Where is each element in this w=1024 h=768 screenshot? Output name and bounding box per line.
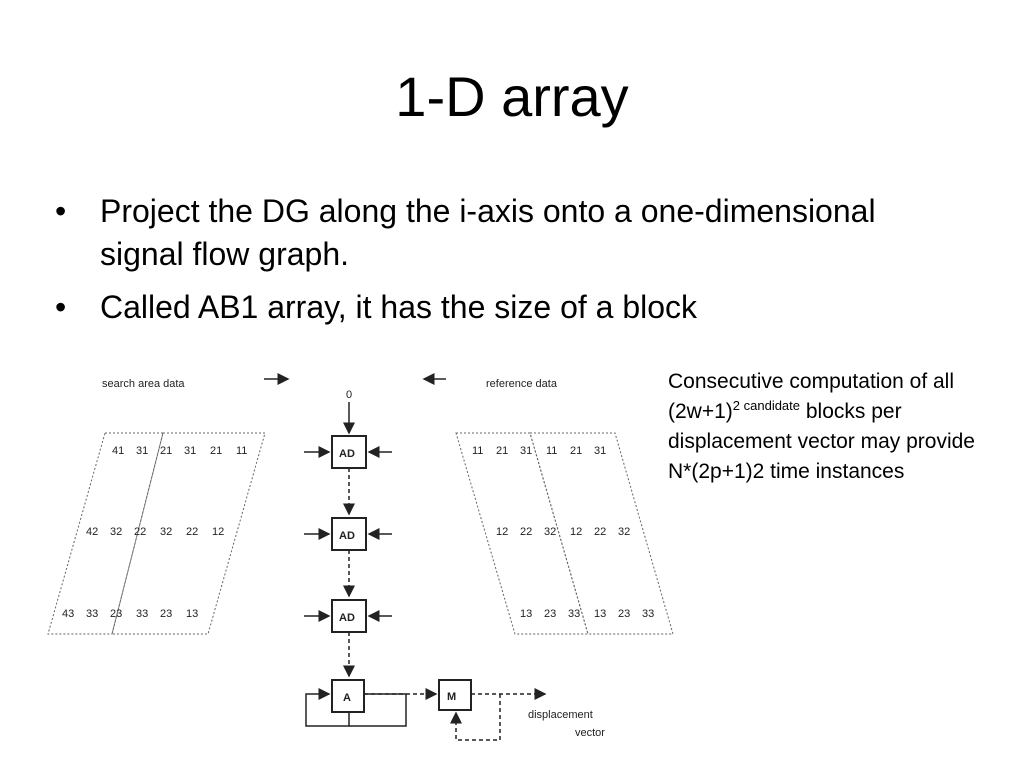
reference-cell: 23: [544, 608, 556, 620]
reference-cell: 32: [544, 526, 556, 538]
minimum-label: M: [447, 691, 456, 703]
side-note: Consecutive computation of all (2w+1)2 c…: [668, 367, 998, 487]
slide-title: 1-D array: [395, 65, 629, 128]
reference-cell: 13: [594, 608, 606, 620]
zero-input-label: 0: [346, 389, 352, 401]
search-block-outline: [47, 432, 164, 635]
reference-block-outline: [455, 432, 589, 635]
minimum-unit: [438, 679, 472, 711]
output-label-line1: displacement: [528, 709, 593, 721]
reference-cell: 21: [496, 445, 508, 457]
search-cell: 12: [212, 526, 224, 538]
reference-cell: 32: [618, 526, 630, 538]
search-cell: 33: [136, 608, 148, 620]
output-label-line2: vector: [575, 727, 605, 739]
bullet-text: Project the DG along the i-axis onto a o…: [100, 193, 876, 272]
search-cell: 31: [184, 445, 196, 457]
reference-data-label: reference data: [486, 378, 558, 390]
search-cell: 22: [134, 526, 146, 538]
search-area-label: search area data: [102, 378, 185, 390]
reference-cell: 31: [594, 445, 606, 457]
ad-unit-label: AD: [339, 448, 355, 460]
bullet-dot: •: [55, 289, 67, 325]
ad-unit-label: AD: [339, 530, 355, 542]
search-cell: 31: [136, 445, 148, 457]
reference-cell: 33: [568, 608, 580, 620]
search-cell: 13: [186, 608, 198, 620]
search-cell: 33: [86, 608, 98, 620]
ad-unit-label: AD: [339, 612, 355, 624]
search-cell: 21: [210, 445, 222, 457]
bullet-list: • Project the DG along the i-axis onto a…: [55, 190, 895, 339]
ad-unit-3: [331, 599, 367, 633]
reference-cell: 33: [642, 608, 654, 620]
search-cell: 22: [186, 526, 198, 538]
search-cell: 23: [110, 608, 122, 620]
search-cell: 21: [160, 445, 172, 457]
reference-cell: 13: [520, 608, 532, 620]
minimum-feedback-loop: [450, 694, 501, 741]
accumulator-label: A: [343, 692, 351, 704]
bullet-dot: •: [55, 193, 67, 229]
reference-cell: 12: [570, 526, 582, 538]
reference-cell: 23: [618, 608, 630, 620]
accumulator-left-loop: [305, 688, 350, 727]
search-cell: 32: [110, 526, 122, 538]
accumulator-unit: [331, 679, 365, 713]
reference-cell: 21: [570, 445, 582, 457]
side-note-line1: Consecutive computation of all (2w+1): [668, 370, 954, 423]
reference-cell: 31: [520, 445, 532, 457]
bullet-item: • Project the DG along the i-axis onto a…: [55, 190, 895, 276]
side-note-line2: blocks per displacement vector may provi…: [668, 400, 975, 483]
ab1-array-diagram: search area data reference data 41 31 21…: [47, 373, 674, 741]
search-cell: 23: [160, 608, 172, 620]
search-cell: 32: [160, 526, 172, 538]
search-cell: 43: [62, 608, 74, 620]
search-cell: 42: [86, 526, 98, 538]
reference-cell: 11: [472, 445, 483, 457]
bullet-text: Called AB1 array, it has the size of a b…: [100, 289, 698, 325]
reference-block-outline: [529, 432, 674, 635]
search-cell: 11: [236, 445, 247, 457]
reference-cell: 11: [546, 445, 557, 457]
reference-cell: 22: [594, 526, 606, 538]
bullet-item: • Called AB1 array, it has the size of a…: [55, 286, 895, 329]
reference-cell: 12: [496, 526, 508, 538]
side-note-superscript: 2 candidate: [732, 398, 801, 413]
search-block-outline: [111, 432, 266, 635]
reference-cell: 22: [520, 526, 532, 538]
search-cell: 41: [112, 445, 124, 457]
